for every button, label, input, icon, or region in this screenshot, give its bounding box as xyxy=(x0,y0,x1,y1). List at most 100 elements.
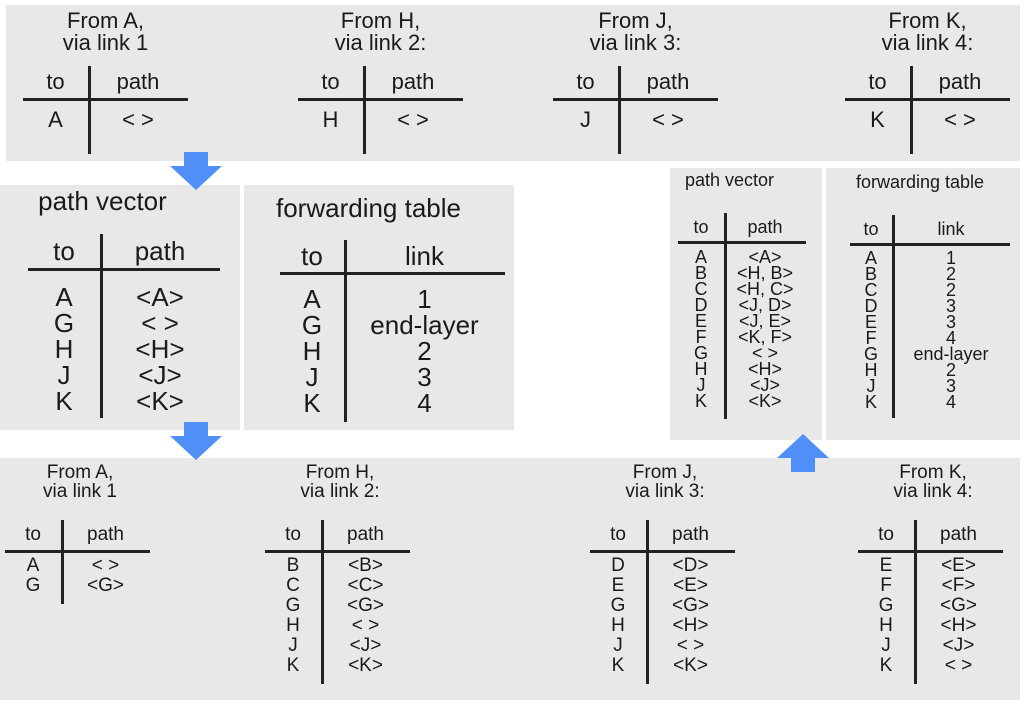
path-vector-panel-after xyxy=(670,168,822,440)
column-divider xyxy=(88,66,91,154)
cell-value: <K> xyxy=(748,391,782,411)
title-line: From A, xyxy=(46,462,114,483)
column-header-path: path xyxy=(347,524,384,545)
table-row: H<H> xyxy=(590,616,735,636)
cell-value: 4 xyxy=(417,388,432,418)
cell-value: < > xyxy=(122,107,154,132)
table-title: From A,via link 1 xyxy=(3,10,208,54)
table-title: From J,via link 3: xyxy=(585,463,745,501)
column-divider xyxy=(61,520,64,604)
cell-to: G xyxy=(301,310,323,340)
table-row: E<E> xyxy=(590,576,735,596)
cell-to: G xyxy=(863,344,878,364)
table-row: G<G> xyxy=(858,596,1003,616)
cell-to: J xyxy=(613,635,623,656)
cell-value: end-layer xyxy=(370,310,479,340)
cell-to: A xyxy=(55,282,73,312)
table-body: H < > xyxy=(298,98,463,140)
column-header-to: to xyxy=(576,69,595,94)
cell-value: end-layer xyxy=(913,344,989,364)
table-row: C<C> xyxy=(265,576,410,596)
cell-value: 1 xyxy=(417,284,432,314)
cell-to: E xyxy=(879,555,893,576)
table-row: H < > xyxy=(298,100,463,140)
table-title: path vector xyxy=(38,186,167,216)
table-body: A< > xyxy=(23,98,188,140)
cell-to: A xyxy=(303,284,321,314)
header-divider xyxy=(845,98,1010,101)
cell-value: < > xyxy=(397,107,429,132)
cell-value: <K, F> xyxy=(737,327,793,347)
header-divider xyxy=(298,98,463,101)
title-line: From H, xyxy=(340,8,421,33)
cell-to: A xyxy=(694,247,707,267)
header-divider xyxy=(280,272,505,275)
cell-to: H xyxy=(302,336,322,366)
cell-value: 3 xyxy=(417,362,432,392)
cell-value: <D> xyxy=(672,555,709,576)
cell-to: F xyxy=(865,328,877,348)
table-row: H<H> xyxy=(678,360,806,378)
cell-value: <H> xyxy=(672,615,709,636)
cell-to: J xyxy=(881,635,891,656)
cell-to: H xyxy=(322,107,339,132)
cell-to: K xyxy=(611,655,625,676)
cell-to: C xyxy=(286,575,300,596)
cell-to: G xyxy=(285,595,301,616)
cell-value: < > xyxy=(91,555,120,576)
table-row: K<K> xyxy=(28,388,220,414)
title-line: via link 1 xyxy=(43,481,117,502)
cell-value: <J> xyxy=(749,375,781,395)
cell-to: H xyxy=(54,334,74,364)
title-line: via link 2: xyxy=(300,481,380,502)
table-body: A<A>B<H, B>C<H, C>D<J, D>E<J, E>F<K, F>G… xyxy=(678,241,806,411)
table-body: A< >G<G> xyxy=(5,550,150,596)
column-header-to: to xyxy=(693,217,709,237)
table-row: G<G> xyxy=(5,576,150,596)
path-vector-panel-before xyxy=(0,185,240,430)
cell-to: K xyxy=(286,655,300,676)
table-body: E<E>F<F>G<G>H<H>J<J>K< > xyxy=(858,550,1003,676)
cell-value: 1 xyxy=(945,248,956,268)
cell-value: < > xyxy=(652,107,684,132)
table-row: D<D> xyxy=(590,556,735,576)
cell-value: 3 xyxy=(945,312,956,332)
cell-to: K xyxy=(694,391,707,411)
column-header-to: to xyxy=(46,69,65,94)
cell-value: <A> xyxy=(748,247,782,267)
top-neighbor-band xyxy=(6,5,1020,161)
cell-to: E xyxy=(864,312,877,332)
cell-value: <A> xyxy=(136,282,184,312)
header-divider xyxy=(28,268,220,271)
cell-to: D xyxy=(694,295,708,315)
forwarding-table-panel-after xyxy=(826,168,1020,440)
cell-value: <H> xyxy=(940,615,977,636)
table-row: D <J, D> xyxy=(678,295,806,315)
cell-to: G xyxy=(693,343,708,363)
table-row: E<J, E> xyxy=(678,311,806,331)
cell-value: 4 xyxy=(945,328,956,348)
cell-to: H xyxy=(879,615,893,636)
column-header-path: path xyxy=(940,524,977,545)
cell-value: 3 xyxy=(945,296,956,316)
table-title: forwarding table xyxy=(855,172,985,192)
cell-value: <J> xyxy=(942,635,975,656)
cell-value: <J, D> xyxy=(738,295,792,315)
title-line: From J, xyxy=(632,462,698,483)
table-title: From K,via link 4: xyxy=(853,463,1013,501)
cell-value: <J, E> xyxy=(738,311,792,331)
column-header-path: path xyxy=(646,69,690,94)
title-line: via link 4: xyxy=(881,30,974,55)
cell-value: <E> xyxy=(673,575,708,596)
title-line: via link 3: xyxy=(625,481,705,502)
